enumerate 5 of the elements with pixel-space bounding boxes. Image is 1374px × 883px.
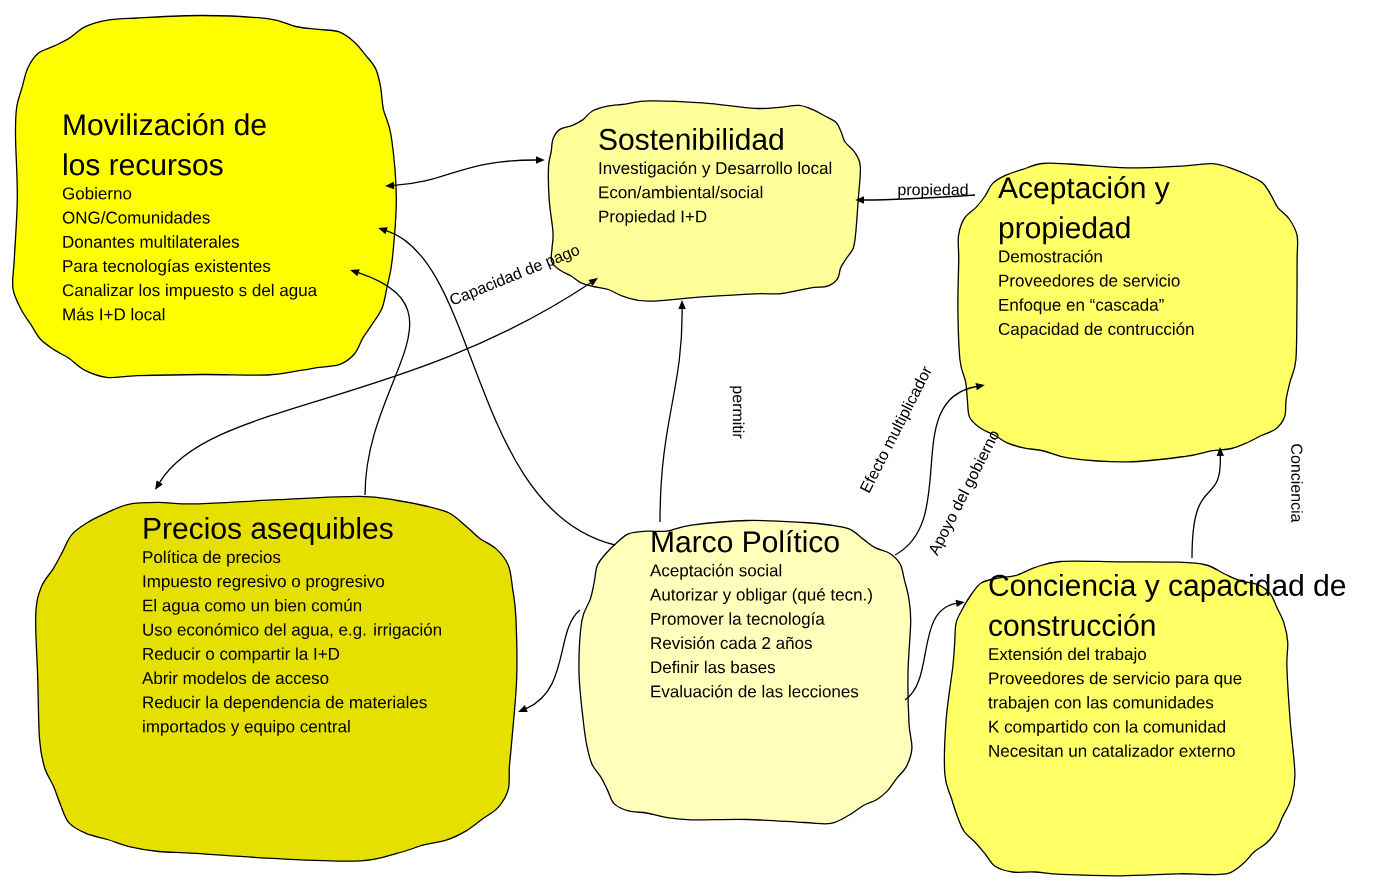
arrow (155, 278, 598, 490)
edge-label: permitir (729, 386, 745, 439)
bubble-box: Movilización de los recursos Gobierno ONG/Comunidades Donantes multilaterales Para tecnologías existentes Canalizar los impuesto s del agua Más I+D local (11, 14, 397, 379)
bubble-box: Precios asequibles Política de precios Impuesto regresivo o progresivo El agua como un bien común Uso económico del agua, e.g. irrigación Reducir o compartir la I+D Abrir modelos de acceso Reducir la dependencia de materiales importados y equipo central (34, 495, 518, 862)
bubble-box: Marco Político Aceptación social Autorizar y obligar (qué tecn.) Promover la tecnología Revisión cada 2 años Definir las bases Evaluación de las lecciones (578, 519, 913, 825)
